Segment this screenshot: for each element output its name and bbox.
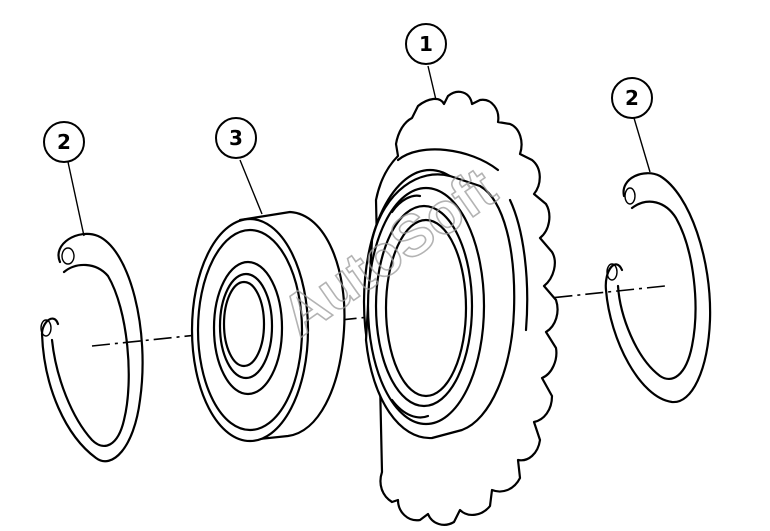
leader-line-2-right xyxy=(633,117,651,173)
ball-bearing xyxy=(190,210,346,443)
leader-line-3 xyxy=(239,159,263,215)
sprocket xyxy=(362,90,559,526)
callout-2-right: 2 xyxy=(611,77,653,119)
callout-2-left-number: 2 xyxy=(57,130,71,154)
leader-line-1 xyxy=(427,65,437,101)
callout-2-right-number: 2 xyxy=(625,86,639,110)
callout-3-number: 3 xyxy=(229,126,243,150)
callout-2-left: 2 xyxy=(43,121,85,163)
retaining-ring-right xyxy=(604,172,712,404)
callout-1-number: 1 xyxy=(419,32,433,56)
callout-1: 1 xyxy=(405,23,447,65)
retaining-ring-left xyxy=(40,232,144,463)
leader-line-2-left xyxy=(67,161,85,237)
callout-3: 3 xyxy=(215,117,257,159)
